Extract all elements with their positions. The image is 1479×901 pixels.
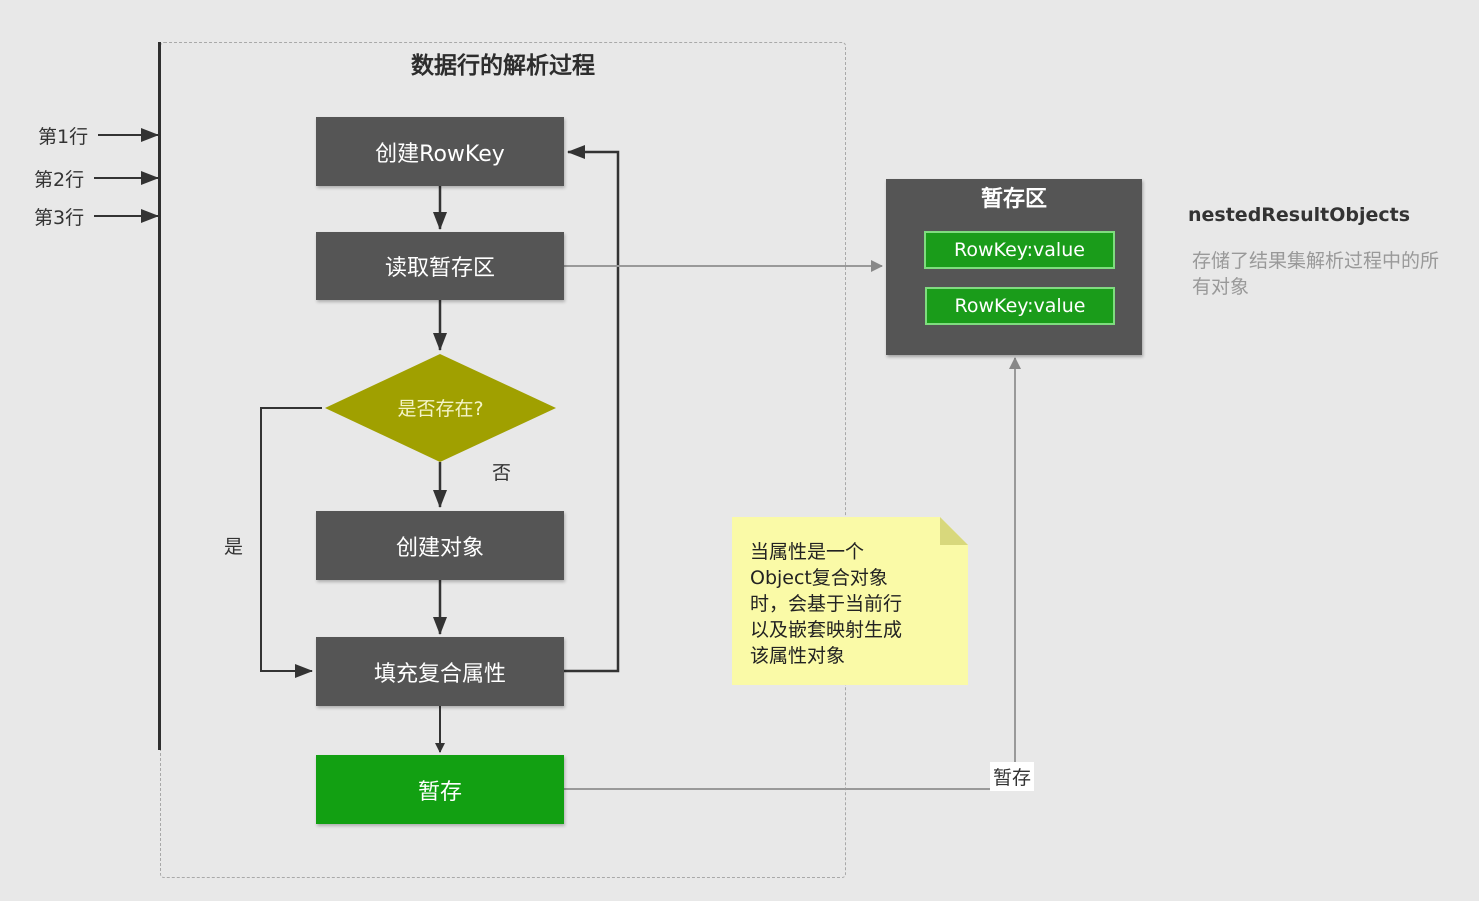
frame-left-border [158, 42, 161, 750]
step-create-rowkey: 创建RowKey [316, 117, 564, 186]
label-no: 否 [492, 462, 512, 484]
step-create-object: 创建对象 [316, 511, 564, 580]
step-read-cache: 读取暂存区 [316, 232, 564, 300]
row-label-2: 第2行 [34, 169, 85, 191]
diagram-title: 数据行的解析过程 [411, 53, 595, 79]
cache-entry: RowKey:value [924, 231, 1115, 269]
note-line: 以及嵌套映射生成 [750, 619, 903, 641]
step-store: 暂存 [316, 755, 564, 824]
arrow-loop-back [564, 145, 620, 673]
side-info-title: nestedResultObjects [1188, 204, 1411, 226]
note-line: Object复合对象 [750, 567, 888, 589]
row-label-1: 第1行 [38, 126, 89, 148]
arrow-yes-path [260, 407, 322, 678]
cache-entry: RowKey:value [925, 287, 1115, 325]
step-fill-composite: 填充复合属性 [316, 637, 564, 706]
row-label-3: 第3行 [34, 207, 85, 229]
cache-area: 暂存区 RowKey:value RowKey:value [886, 179, 1142, 355]
note-line: 时，会基于当前行 [750, 593, 903, 615]
note-line: 当属性是一个 [750, 541, 865, 563]
decision-diamond [325, 354, 556, 462]
cache-title: 暂存区 [980, 187, 1047, 212]
side-info-description: 存储了结果集解析过程中的所有对象 [1192, 250, 1440, 298]
sticky-note: 当属性是一个 Object复合对象 时，会基于当前行 以及嵌套映射生成 该属性对… [732, 517, 968, 685]
label-yes: 是 [224, 536, 244, 558]
note-line: 该属性对象 [750, 645, 846, 667]
decision-label: 是否存在? [397, 398, 484, 420]
label-store-edge: 暂存 [990, 762, 1035, 791]
